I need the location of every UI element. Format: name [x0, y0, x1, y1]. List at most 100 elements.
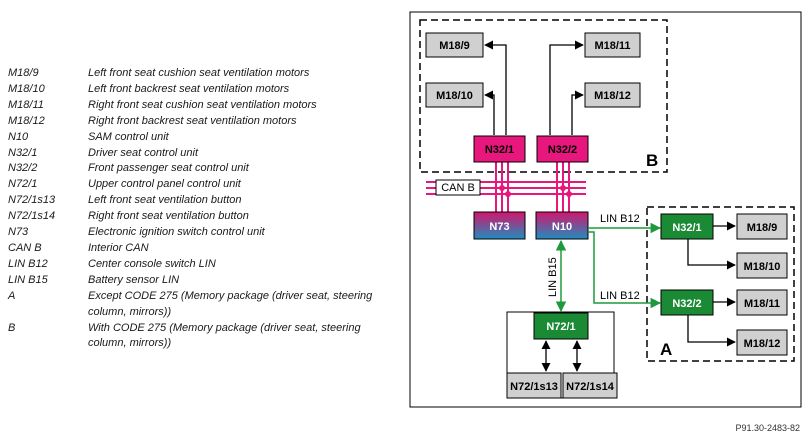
- lin-b12-bus: [588, 222, 662, 309]
- legend-code: N10: [8, 130, 29, 143]
- group-a-label: A: [660, 340, 672, 359]
- can-b-label: CAN B: [441, 182, 475, 194]
- legend-code: B: [8, 321, 16, 334]
- legend-item: M18/11 Right front seat cushion seat vent…: [8, 98, 380, 114]
- legend-code: M18/10: [8, 82, 45, 95]
- lin-b12-label-bottom: LIN B12: [600, 290, 640, 302]
- legend-code: N32/1: [8, 146, 38, 159]
- legend-item: M18/10 Left front backrest seat ventilati…: [8, 82, 380, 98]
- unit-a-m18-9: M18/9: [736, 213, 788, 240]
- svg-text:N32/2: N32/2: [672, 298, 701, 310]
- unit-b-n32-1: N32/1: [473, 135, 526, 163]
- legend-description: Left front seat ventilation button: [88, 194, 242, 207]
- unit-a-m18-12: M18/12: [736, 329, 788, 356]
- unit-a-n32-1: N32/1: [660, 213, 714, 240]
- unit-b-n32-2: N32/2: [536, 135, 589, 163]
- legend-description: Battery sensor LIN: [88, 273, 180, 286]
- unit-b-m18-10: M18/10: [425, 82, 484, 108]
- svg-text:N73: N73: [489, 221, 509, 233]
- svg-text:M18/10: M18/10: [744, 261, 781, 273]
- legend-item: LIN B15 Battery sensor LIN: [8, 273, 380, 289]
- unit-n72-1s13: N72/1s13: [506, 372, 562, 399]
- legend-list: M18/9 Left front seat cushion seat ventil…: [8, 66, 380, 352]
- figure-reference: P91.30-2483-82: [735, 423, 800, 433]
- unit-n72-1s14: N72/1s14: [562, 372, 618, 399]
- legend-description: Driver seat control unit: [88, 146, 199, 159]
- legend-description: Front passenger seat control unit: [88, 162, 249, 175]
- svg-text:M18/11: M18/11: [594, 40, 630, 52]
- legend-item: N32/1 Driver seat control unit: [8, 146, 380, 162]
- svg-text:N72/1: N72/1: [546, 321, 575, 333]
- unit-a-n32-2: N32/2: [660, 289, 714, 316]
- group-b-connectors: [484, 40, 584, 135]
- svg-text:M18/11: M18/11: [744, 298, 780, 310]
- group-b-label: B: [646, 151, 658, 170]
- unit-n72-1: N72/1: [533, 312, 589, 340]
- unit-b-m18-12: M18/12: [584, 82, 641, 108]
- legend-description: Right front seat cushion seat ventilatio…: [88, 98, 317, 111]
- legend-item: N32/2 Front passenger seat control unit: [8, 161, 380, 177]
- unit-a-m18-11: M18/11: [736, 289, 788, 316]
- svg-text:M18/10: M18/10: [436, 90, 473, 102]
- unit-a-m18-10: M18/10: [736, 252, 788, 279]
- group-b-box: [419, 19, 668, 173]
- legend-description: Right front backrest seat ventilation mo…: [88, 114, 297, 127]
- legend-code: N73: [8, 226, 29, 239]
- legend-code: M18/12: [8, 114, 45, 127]
- legend-item: N72/1s13 Left front seat ventilation butt…: [8, 193, 380, 209]
- legend-description: With CODE 275 (Memory package (driver se…: [88, 321, 361, 350]
- legend-item: N10 SAM control unit: [8, 130, 380, 146]
- svg-text:M18/12: M18/12: [744, 338, 781, 350]
- legend-description: Right front seat ventilation button: [88, 210, 249, 223]
- legend-code: CAN B: [8, 241, 42, 254]
- unit-b-m18-9: M18/9: [425, 32, 484, 58]
- legend-item: CAN B Interior CAN: [8, 241, 380, 257]
- legend-item: N72/1 Upper control panel control unit: [8, 177, 380, 193]
- n72-switch-connectors: [541, 340, 582, 372]
- legend-item: N72/1s14 Right front seat ventilation but…: [8, 209, 380, 225]
- legend-description: Center console switch LIN: [88, 257, 216, 270]
- lin-b15-label: LIN B15: [547, 257, 559, 297]
- unit-b-m18-11: M18/11: [584, 32, 641, 58]
- legend-code: M18/11: [8, 98, 44, 111]
- svg-text:N32/2: N32/2: [548, 144, 577, 156]
- legend-description: Except CODE 275 (Memory package (driver …: [88, 289, 373, 318]
- svg-text:N10: N10: [552, 221, 572, 233]
- unit-n73: N73: [473, 211, 526, 240]
- svg-text:N72/1s13: N72/1s13: [510, 381, 558, 393]
- legend-item: LIN B12 Center console switch LIN: [8, 257, 380, 273]
- lin-b12-label-top: LIN B12: [600, 213, 640, 225]
- can-b-label-box: [435, 179, 481, 196]
- legend-code: N72/1: [8, 178, 38, 191]
- legend-item: A Except CODE 275 (Memory package (driver…: [8, 289, 380, 321]
- legend-code: M18/9: [8, 67, 39, 79]
- legend-code: LIN B12: [8, 257, 48, 270]
- svg-text:N32/1: N32/1: [672, 222, 701, 234]
- legend-description: Upper control panel control unit: [88, 178, 241, 191]
- svg-text:M18/9: M18/9: [747, 222, 778, 234]
- legend-description: Interior CAN: [88, 241, 149, 254]
- legend-description: Left front backrest seat ventilation mot…: [88, 82, 290, 95]
- group-a-connectors: [687, 221, 736, 347]
- can-b-junctions: [499, 185, 572, 197]
- legend-code: N72/1s14: [8, 210, 56, 223]
- legend-code: LIN B15: [8, 273, 48, 286]
- legend-description: Electronic ignition switch control unit: [88, 226, 265, 239]
- legend-item: N73 Electronic ignition switch control un…: [8, 225, 380, 241]
- legend-code: N72/1s13: [8, 194, 56, 207]
- diagram-frame: [409, 11, 802, 408]
- legend-item: M18/12 Right front backrest seat ventilat…: [8, 114, 380, 130]
- unit-n10: N10: [535, 211, 589, 240]
- svg-text:N32/1: N32/1: [485, 144, 514, 156]
- svg-text:M18/9: M18/9: [439, 40, 470, 52]
- legend-code: A: [8, 289, 16, 302]
- legend-description: SAM control unit: [88, 130, 169, 143]
- legend-description: Left front seat cushion seat ventilation…: [88, 67, 310, 79]
- legend-item: M18/9 Left front seat cushion seat ventil…: [8, 66, 380, 82]
- legend-item: B With CODE 275 (Memory package (driver s…: [8, 321, 380, 353]
- svg-text:M18/12: M18/12: [594, 90, 631, 102]
- svg-text:N72/1s14: N72/1s14: [566, 381, 615, 393]
- group-a-box: [646, 206, 795, 362]
- legend-code: N32/2: [8, 162, 38, 175]
